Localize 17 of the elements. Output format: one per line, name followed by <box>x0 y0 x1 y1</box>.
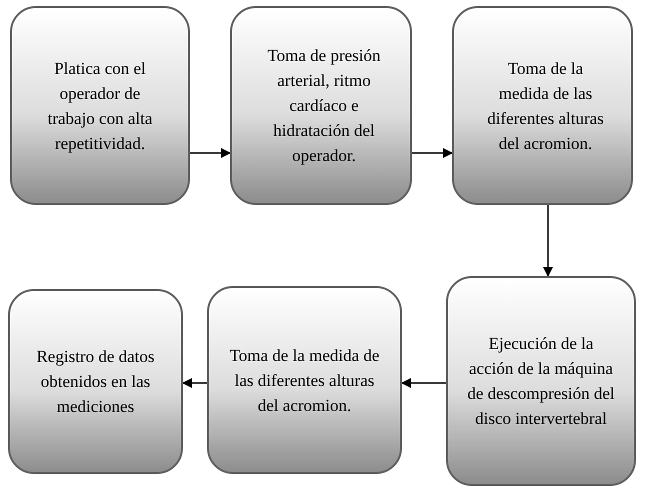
process-box <box>230 6 412 205</box>
process-box <box>207 286 402 474</box>
step-text: Registro de datos obtenidos en las mediciones <box>35 346 156 418</box>
step-text: Platica con el operador de trabajo con alta repetitividad. <box>46 58 154 155</box>
step-text: Ejecución de la acción de la máquina de descompresión del disco intervertebral <box>466 333 616 430</box>
process-box <box>10 6 190 205</box>
arrow <box>401 378 446 388</box>
arrow <box>543 205 553 277</box>
process-box <box>452 6 633 205</box>
step-text: Toma de la medida de las diferentes alturas del acromion. <box>486 58 605 154</box>
arrow <box>182 378 207 388</box>
process-box <box>446 276 636 486</box>
arrow <box>190 148 231 158</box>
step-text: Toma de la medida de las diferentes alturas del acromion. <box>229 344 380 416</box>
arrow <box>412 148 453 158</box>
step-text: Toma de presión arterial, ritmo cardíaco e hidratación del operador. <box>266 45 382 167</box>
process-box <box>8 289 183 474</box>
